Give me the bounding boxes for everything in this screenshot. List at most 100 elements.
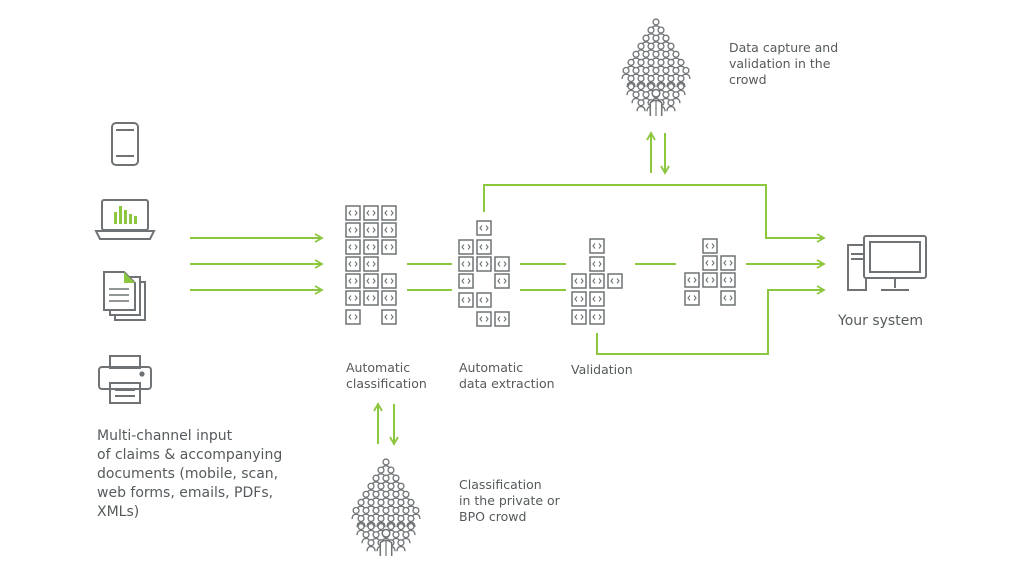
crowd-classification-line: BPO crowd (459, 509, 527, 524)
document-grid-icon (458, 220, 510, 327)
document-cell (363, 222, 379, 238)
document-cell (476, 239, 492, 255)
crowd-icon (351, 458, 421, 557)
crowd-capture-label: Data capture and validation in the crowd (729, 40, 838, 88)
document-cell (589, 273, 605, 289)
input-description: Multi-channel input of claims & accompan… (97, 427, 282, 522)
document-cell (363, 273, 379, 289)
document-cell (589, 238, 605, 254)
document-cell (702, 238, 718, 254)
document-cell (476, 220, 492, 236)
person-figure (676, 74, 686, 88)
document-cell (720, 255, 736, 271)
document-cell (476, 311, 492, 327)
person-figure (386, 523, 396, 536)
crowd-classification-label: Classification in the private or BPO cro… (459, 477, 560, 525)
document-cell (702, 272, 718, 288)
laptop-chart-icon (94, 199, 156, 240)
your-system-label: Your system (838, 312, 923, 331)
document-cell (494, 256, 510, 272)
document-cell (607, 273, 623, 289)
document-cell (363, 239, 379, 255)
document-cell (345, 273, 361, 289)
crowd-capture-line: validation in the (729, 56, 831, 71)
document-cell (363, 205, 379, 221)
document-cell (458, 256, 474, 272)
document-cell (589, 291, 605, 307)
document-cell (363, 256, 379, 272)
document-grid-icon (684, 238, 736, 306)
person-figure (636, 74, 646, 88)
document-cell (589, 256, 605, 272)
person-figure (396, 514, 406, 528)
input-line: XMLs) (97, 504, 140, 520)
classification-line: classification (346, 376, 427, 391)
input-line: documents (mobile, scan, (97, 466, 279, 482)
person-figure (376, 514, 386, 528)
lead-person-figure (649, 88, 663, 117)
document-cell (458, 239, 474, 255)
document-cell (494, 311, 510, 327)
document-cell (381, 273, 397, 289)
person-figure (641, 34, 651, 47)
document-cell (345, 222, 361, 238)
person-figure (396, 539, 406, 552)
person-figure (681, 66, 691, 80)
document-cell (345, 239, 361, 255)
computer-icon (847, 235, 927, 291)
document-cell (458, 273, 474, 289)
person-figure (366, 514, 376, 528)
person-figure (401, 531, 411, 544)
document-cell (720, 290, 736, 306)
document-cell (702, 255, 718, 271)
documents-icon (103, 271, 146, 321)
document-grid-icon (345, 205, 397, 325)
document-grid-icon (571, 238, 623, 325)
person-figure (626, 58, 636, 71)
document-cell (381, 309, 397, 325)
crowd-icon (621, 18, 691, 117)
document-cell (571, 273, 587, 289)
validation-label: Validation (571, 362, 633, 378)
crowd-capture-line: crowd (729, 72, 767, 87)
document-cell (571, 309, 587, 325)
person-figure (676, 83, 686, 96)
document-cell (345, 290, 361, 306)
document-cell (720, 272, 736, 288)
person-figure (646, 74, 656, 88)
person-figure (666, 74, 676, 88)
crowd-classification-line: in the private or (459, 493, 560, 508)
person-figure (626, 74, 636, 88)
document-cell (345, 309, 361, 325)
person-figure (386, 514, 396, 528)
document-cell (381, 222, 397, 238)
input-line: of claims & accompanying (97, 447, 283, 463)
classification-line: Automatic (346, 360, 411, 375)
document-cell (589, 309, 605, 325)
your-system-text: Your system (838, 313, 923, 329)
extraction-line: Automatic (459, 360, 524, 375)
person-figure (356, 514, 366, 528)
document-cell (571, 291, 587, 307)
document-cell (684, 290, 700, 306)
document-cell (381, 239, 397, 255)
crowd-capture-line: Data capture and (729, 40, 839, 55)
document-cell (363, 290, 379, 306)
document-cell (494, 273, 510, 289)
person-figure (356, 498, 366, 511)
validation-text: Validation (571, 362, 633, 377)
extraction-line: data extraction (459, 376, 555, 391)
input-arrows (190, 233, 324, 295)
document-cell (458, 292, 474, 308)
person-figure (636, 99, 646, 112)
document-cell (381, 205, 397, 221)
lead-person-figure (379, 528, 393, 557)
crowd-exchange-arrows (373, 131, 670, 446)
person-figure (406, 514, 416, 528)
document-cell (476, 256, 492, 272)
person-figure (366, 539, 376, 552)
input-line: Multi-channel input (97, 428, 233, 444)
document-cell (476, 292, 492, 308)
document-cell (345, 256, 361, 272)
